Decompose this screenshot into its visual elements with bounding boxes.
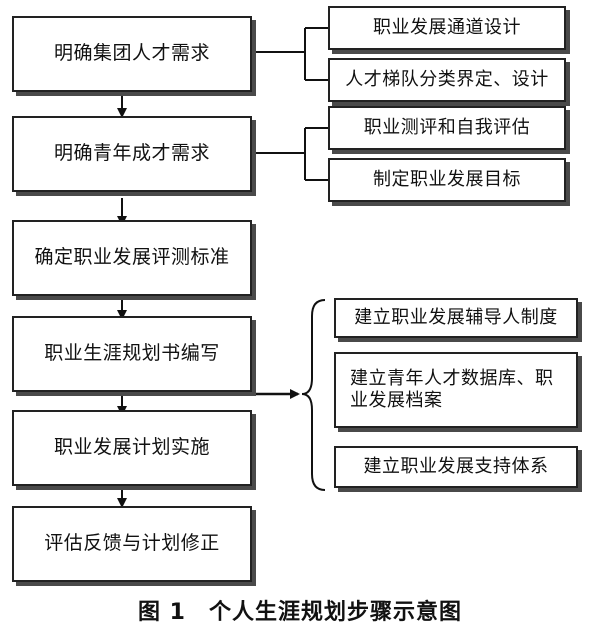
group1-item-1: 职业发展通道设计	[328, 6, 566, 50]
step-4-box: 职业生涯规划书编写	[12, 316, 252, 392]
step-6-label: 评估反馈与计划修正	[44, 532, 220, 555]
group3-item-1: 建立职业发展辅导人制度	[334, 298, 578, 338]
step-2-box: 明确青年成才需求	[12, 116, 252, 192]
step-1-label: 明确集团人才需求	[53, 42, 210, 65]
step-3-label: 确定职业发展评测标准	[34, 246, 230, 269]
group3-brace	[301, 299, 326, 491]
group3-item-3-label: 建立职业发展支持体系	[363, 455, 549, 477]
step-6-box: 评估反馈与计划修正	[12, 506, 252, 582]
group1-item-2-label: 人才梯队分类界定、设计	[345, 68, 549, 90]
group1-item-2: 人才梯队分类界定、设计	[328, 58, 566, 102]
figure-caption: 图 1 个人生涯规划步骤示意图	[138, 600, 462, 625]
group2-item-2: 制定职业发展目标	[328, 158, 566, 202]
step-5-box: 职业发展计划实施	[12, 410, 252, 486]
group3-item-1-label: 建立职业发展辅导人制度	[354, 306, 558, 328]
step-5-label: 职业发展计划实施	[53, 436, 210, 459]
group3-item-2-label: 建立青年人才数据库、职业发展档案	[350, 367, 554, 412]
group2-item-1: 职业测评和自我评估	[328, 106, 566, 150]
step-4-label: 职业生涯规划书编写	[44, 342, 220, 365]
step-2-label: 明确青年成才需求	[53, 142, 210, 165]
group2-item-1-label: 职业测评和自我评估	[363, 116, 531, 138]
group2-item-2-label: 制定职业发展目标	[373, 168, 521, 190]
group1-item-1-label: 职业发展通道设计	[373, 16, 521, 38]
step-3-box: 确定职业发展评测标准	[12, 220, 252, 296]
group3-item-2: 建立青年人才数据库、职业发展档案	[334, 352, 578, 428]
group3-item-3: 建立职业发展支持体系	[334, 446, 578, 488]
step-1-box: 明确集团人才需求	[12, 16, 252, 92]
